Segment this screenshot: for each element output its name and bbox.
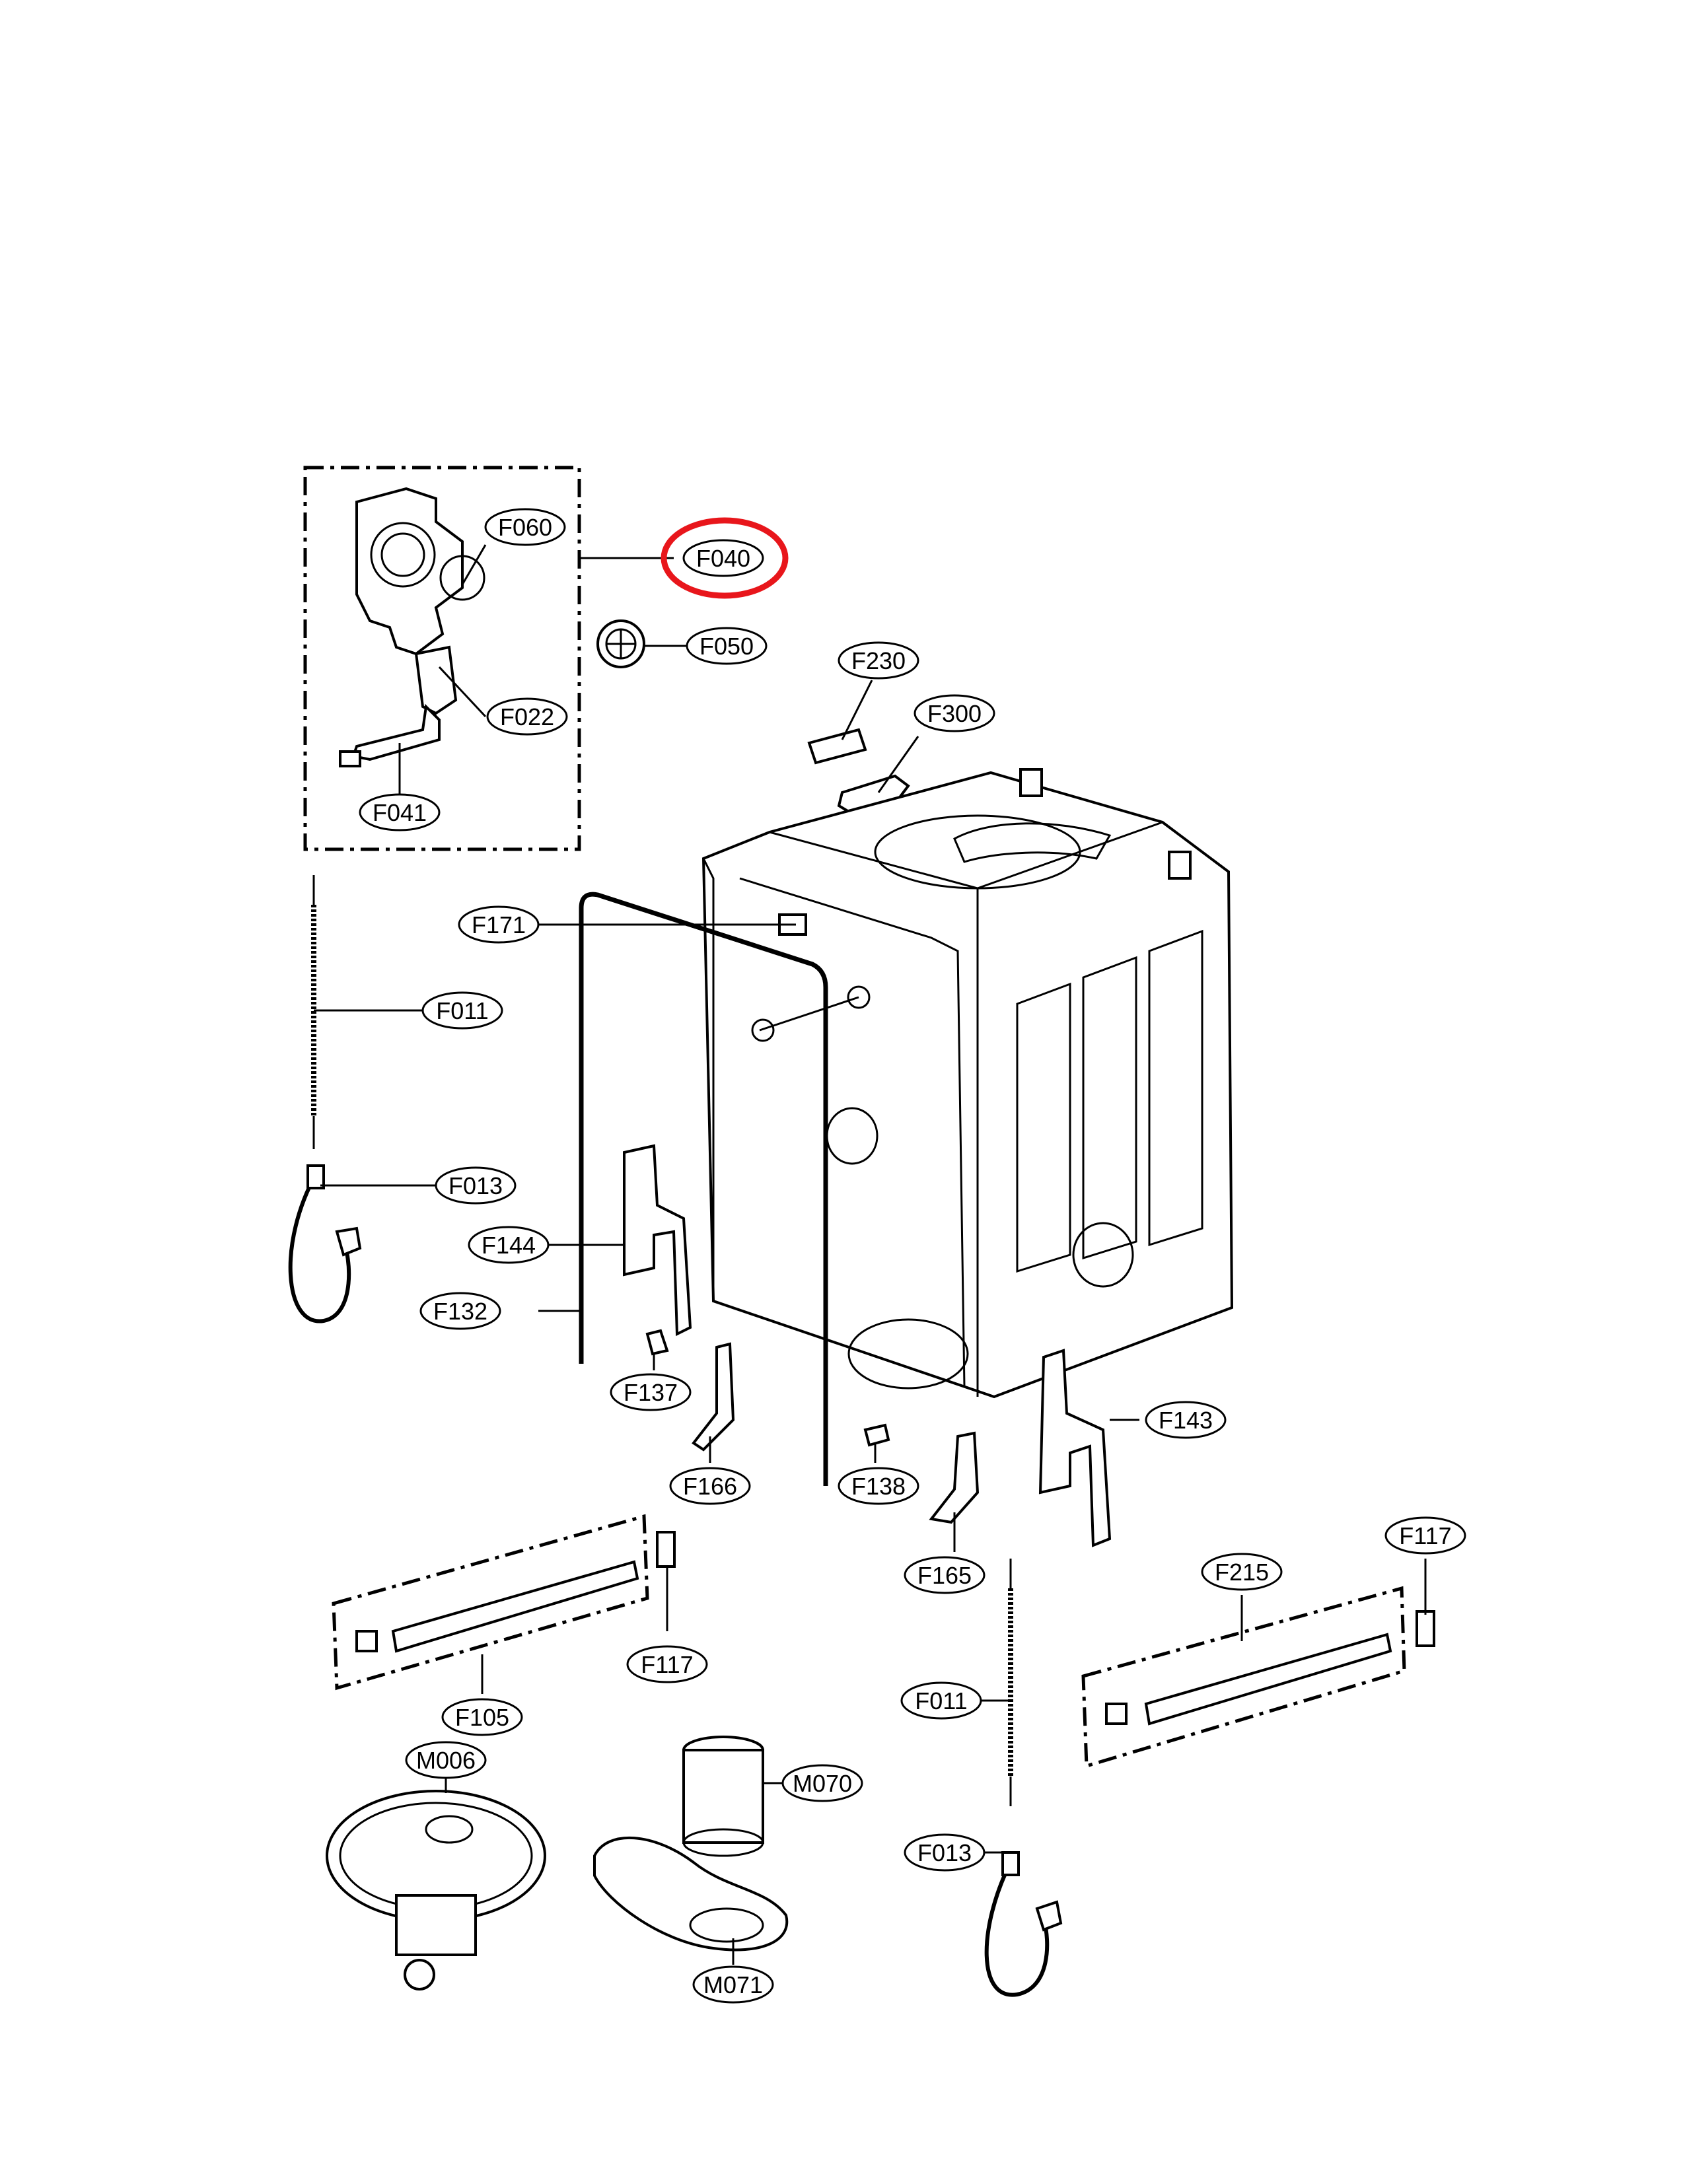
f165-bracket [929, 1431, 980, 1524]
callout-f011-upper: F011 [421, 991, 503, 1030]
svg-text:F165: F165 [917, 1562, 972, 1589]
svg-text:F105: F105 [455, 1704, 509, 1731]
f117-stop-left [656, 1531, 676, 1568]
callout-f143: F143 [1145, 1401, 1227, 1439]
m071-filter-plate [593, 1836, 789, 1952]
group-box-f215 [1081, 1586, 1406, 1769]
svg-text:F041: F041 [373, 799, 427, 826]
dishwasher-tub [701, 768, 1234, 1399]
callout-f132: F132 [419, 1292, 501, 1330]
svg-text:F022: F022 [500, 703, 554, 730]
svg-text:F171: F171 [472, 911, 526, 938]
svg-text:F117: F117 [641, 1651, 693, 1678]
callout-f050: F050 [686, 627, 768, 665]
leader-lines [314, 544, 1427, 1965]
callout-f060: F060 [484, 508, 566, 546]
group-box-f105 [332, 1514, 649, 1691]
f144-hinge [623, 1144, 692, 1337]
callout-f230: F230 [838, 641, 919, 680]
callout-f171: F171 [458, 905, 540, 944]
f050-part [596, 619, 645, 668]
callout-f166: F166 [669, 1467, 751, 1505]
svg-text:M071: M071 [703, 1971, 763, 1998]
callout-f138: F138 [838, 1467, 919, 1505]
m070-filter [682, 1736, 764, 1857]
svg-text:F013: F013 [917, 1839, 972, 1866]
callout-f215: F215 [1201, 1553, 1283, 1591]
callout-f137: F137 [610, 1373, 692, 1411]
svg-text:F132: F132 [433, 1298, 487, 1325]
callout-f117-right: F117 [1384, 1516, 1466, 1555]
f117-stop-right [1416, 1610, 1435, 1647]
svg-text:F144: F144 [482, 1232, 536, 1259]
svg-text:F050: F050 [699, 633, 754, 660]
svg-text:F143: F143 [1159, 1407, 1213, 1434]
svg-text:F300: F300 [927, 700, 982, 727]
svg-text:F011: F011 [436, 997, 488, 1024]
callout-f013-upper: F013 [435, 1166, 517, 1205]
svg-text:F060: F060 [498, 514, 552, 541]
f013-cable-lower [984, 1861, 1050, 1997]
callout-f105: F105 [441, 1698, 523, 1736]
callout-f022: F022 [486, 697, 568, 736]
f040-assembly [339, 487, 485, 767]
svg-text:F040: F040 [696, 545, 750, 572]
svg-text:F138: F138 [851, 1473, 906, 1500]
f215-rail [1144, 1633, 1392, 1726]
callout-f011-lower: F011 [900, 1681, 982, 1720]
svg-text:F011: F011 [915, 1687, 967, 1714]
f166-bracket [692, 1342, 735, 1452]
callout-m071: M071 [692, 1965, 774, 2004]
callout-f040[interactable]: F040 [682, 539, 764, 577]
callout-f041: F041 [359, 793, 441, 831]
callout-f300: F300 [914, 694, 995, 732]
svg-text:M006: M006 [416, 1747, 476, 1774]
svg-text:F117: F117 [1399, 1522, 1451, 1549]
callout-m006: M006 [405, 1741, 487, 1779]
m006-sump [326, 1790, 546, 1990]
callout-f117-left: F117 [626, 1645, 708, 1683]
f138-clip [863, 1423, 890, 1447]
f137-clip [645, 1329, 669, 1356]
svg-text:F215: F215 [1215, 1559, 1269, 1586]
svg-text:F137: F137 [624, 1379, 678, 1406]
callout-f013-lower: F013 [904, 1833, 986, 1872]
callout-f165: F165 [904, 1556, 986, 1594]
f013-cable-upper [288, 1171, 351, 1323]
callout-f144: F144 [468, 1226, 550, 1264]
f230-part [807, 728, 867, 765]
f105-rail [391, 1560, 639, 1653]
callout-m070: M070 [781, 1764, 863, 1802]
highlight-ring-f040 [661, 517, 789, 599]
svg-text:M070: M070 [793, 1770, 852, 1797]
svg-text:F166: F166 [683, 1473, 737, 1500]
svg-text:F230: F230 [851, 647, 906, 674]
svg-text:F013: F013 [448, 1172, 503, 1199]
f132-gasket [579, 892, 828, 1486]
f143-hinge [1038, 1349, 1112, 1547]
group-box-f040 [303, 466, 581, 851]
